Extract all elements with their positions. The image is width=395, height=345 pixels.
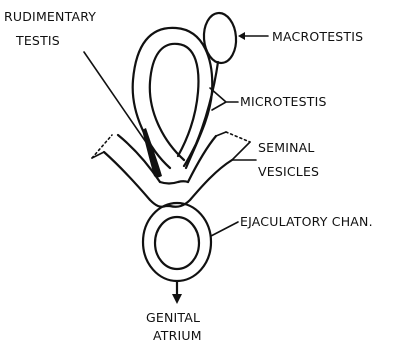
label-microtestis: MICROTESTIS <box>240 94 327 109</box>
microtestis-loop <box>133 28 213 168</box>
label-genital-atrium-line1: GENITAL <box>146 310 200 325</box>
leader-rudimentary-testis <box>84 52 150 148</box>
arrowhead-macrotestis <box>238 32 245 40</box>
leader-lines <box>84 32 268 236</box>
label-genital-atrium-line2: ATRIUM <box>153 328 202 343</box>
seminal-vesicles-shape <box>92 132 250 207</box>
label-seminal-vesicles-line2: VESICLES <box>258 164 319 179</box>
leader-microtestis <box>210 88 238 110</box>
label-ejaculatory-channel: EJACULATORY CHAN. <box>240 214 373 229</box>
genital-atrium-duct <box>172 282 182 304</box>
label-macrotestis: MACROTESTIS <box>272 29 363 44</box>
label-rudimentary-testis-line2: TESTIS <box>15 33 60 48</box>
label-seminal-vesicles-line1: SEMINAL <box>258 140 315 155</box>
ejaculatory-channel-ring <box>143 203 211 281</box>
label-rudimentary-testis-line1: RUDIMENTARY <box>4 9 96 24</box>
leader-ejaculatory-channel <box>211 222 238 236</box>
